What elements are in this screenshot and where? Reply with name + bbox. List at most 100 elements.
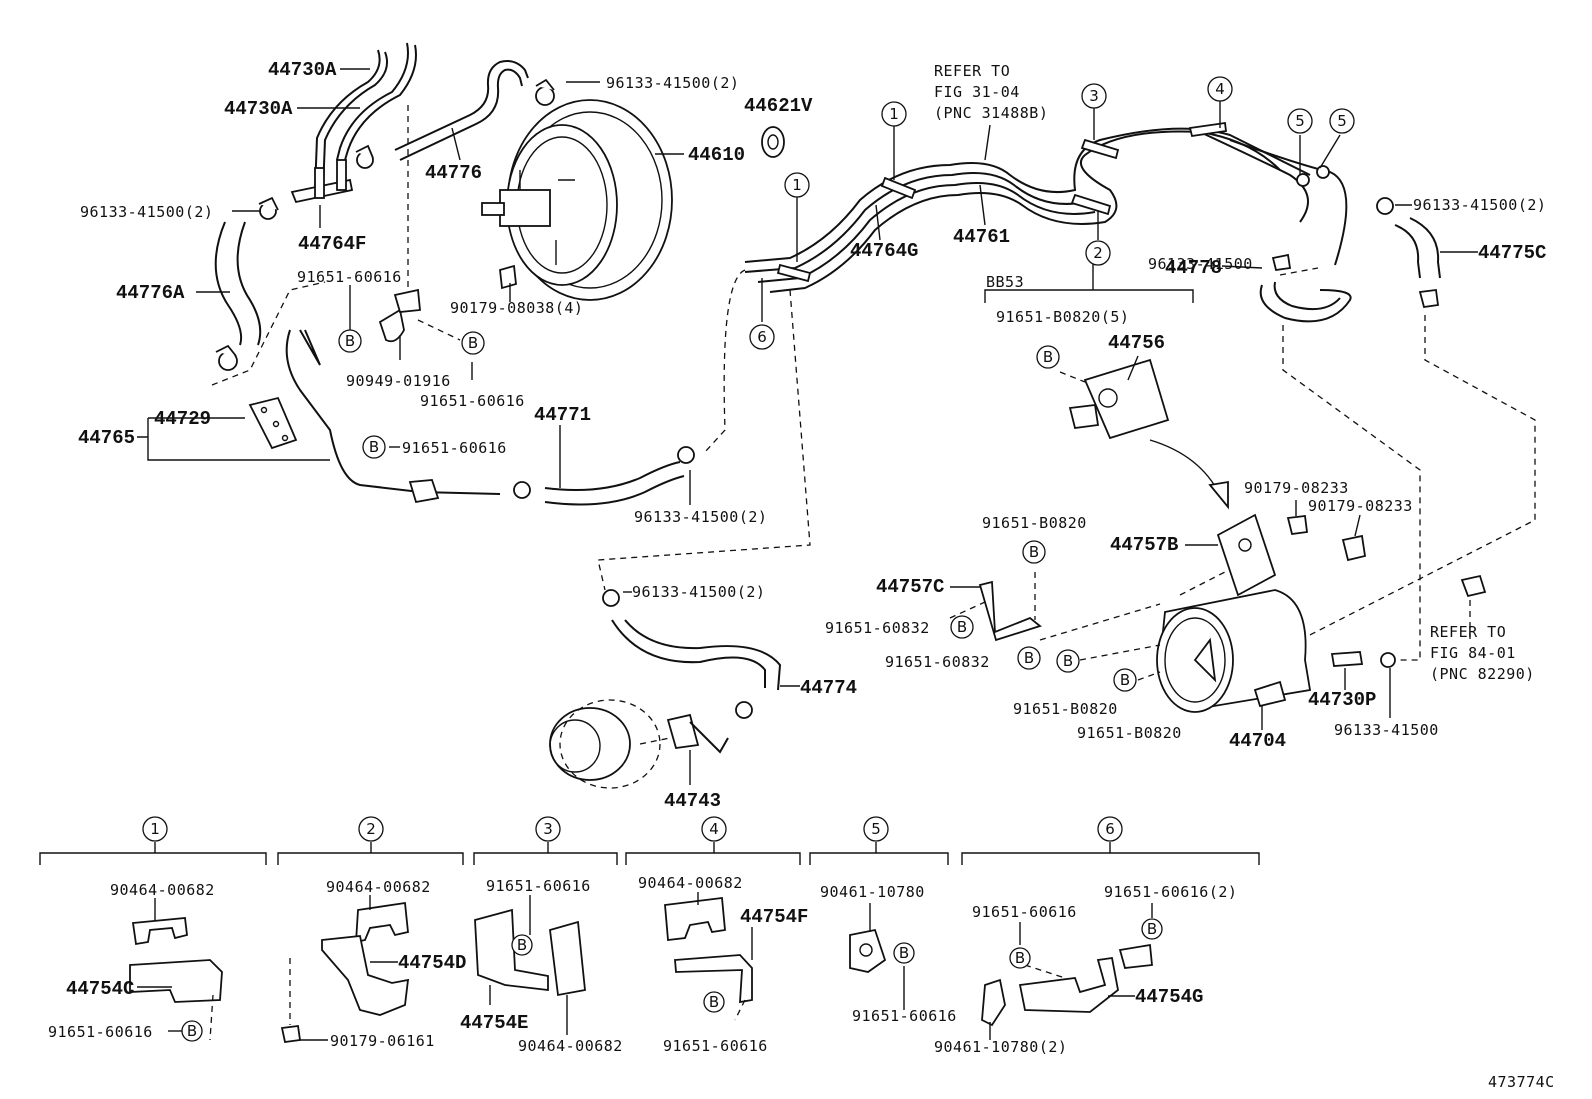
callout-1-b: 1 bbox=[784, 172, 810, 198]
canister-44704 bbox=[1156, 589, 1312, 730]
label-44776: 44776 bbox=[425, 162, 482, 184]
label-44761: 44761 bbox=[953, 226, 1010, 248]
label-44730A: 44730A bbox=[268, 59, 337, 81]
pipe-clamps bbox=[776, 121, 1330, 283]
refer-line: REFER TO bbox=[934, 62, 1010, 80]
label-96133-41500: 96133-41500(2) bbox=[634, 508, 767, 526]
leaders-left bbox=[137, 68, 691, 505]
label-44764F: 44764F bbox=[298, 233, 366, 255]
label-group3-clamp: 90464-00682 bbox=[518, 1037, 623, 1055]
bolt-marker: B bbox=[1056, 649, 1080, 673]
svg-text:5: 5 bbox=[871, 820, 881, 838]
label-90949-01916: 90949-01916 bbox=[346, 372, 451, 390]
label-91651-60832: 91651-60832 bbox=[885, 653, 990, 671]
label-44743: 44743 bbox=[664, 790, 721, 812]
label-group2-bracket: 44754D bbox=[398, 952, 466, 974]
label-91651-60616: 91651-60616 bbox=[297, 268, 402, 286]
label-group4-bolt: 91651-60616 bbox=[663, 1037, 768, 1055]
callout-5-a: 5 bbox=[1287, 108, 1313, 134]
svg-text:2: 2 bbox=[366, 820, 376, 838]
label-44757B: 44757B bbox=[1110, 534, 1178, 556]
callout-5-b: 5 bbox=[1329, 108, 1355, 134]
group-brackets-lines bbox=[39, 842, 1260, 865]
label-44776A: 44776A bbox=[116, 282, 185, 304]
svg-text:4: 4 bbox=[709, 820, 719, 838]
svg-text:1: 1 bbox=[889, 105, 899, 123]
label-group2-nut: 90179-06161 bbox=[330, 1032, 435, 1050]
label-group6-bolt2: 91651-60616(2) bbox=[1104, 883, 1237, 901]
hose-44776 bbox=[394, 60, 529, 161]
bolt-marker: B bbox=[703, 991, 725, 1013]
bolt-markers: B B B B B B B B B B B B B B B bbox=[181, 329, 1163, 1042]
label-44704: 44704 bbox=[1229, 730, 1286, 752]
svg-text:B: B bbox=[369, 438, 379, 456]
arrow bbox=[1149, 439, 1229, 510]
callout-1-a: 1 bbox=[881, 101, 907, 127]
refer-line: FIG 84-01 bbox=[1430, 644, 1516, 662]
svg-text:B: B bbox=[899, 944, 909, 962]
label-bb53: BB53 bbox=[986, 273, 1024, 291]
label-90179-08038: 90179-08038(4) bbox=[450, 299, 583, 317]
label-group4-bracket: 44754F bbox=[740, 906, 808, 928]
dashes-canister bbox=[949, 571, 1226, 681]
svg-text:2: 2 bbox=[1093, 244, 1103, 262]
label-group5-clamp: 90461-10780 bbox=[820, 883, 925, 901]
svg-text:5: 5 bbox=[1337, 112, 1347, 130]
nut-90179-08038 bbox=[499, 264, 517, 290]
group4-parts bbox=[664, 892, 753, 1021]
label-91651-B0820: 91651-B0820 bbox=[1013, 700, 1118, 718]
bracket-44757C bbox=[950, 580, 1042, 642]
hose-44771 bbox=[513, 446, 695, 506]
group3-parts bbox=[474, 895, 586, 1035]
svg-text:B: B bbox=[1029, 543, 1039, 561]
part-labels: 44730A 44730A 96133-41500(2) 44621V 4461… bbox=[48, 59, 1555, 1091]
refer-line: (PNC 31488B) bbox=[934, 104, 1048, 122]
callout-2: 2 bbox=[1085, 240, 1111, 266]
nuts-90179-08233 bbox=[1286, 500, 1367, 562]
label-group1-bolt: 91651-60616 bbox=[48, 1023, 153, 1041]
label-44621V: 44621V bbox=[744, 95, 813, 117]
label-96133-41500: 96133-41500 bbox=[1334, 721, 1439, 739]
bracket-bb53 bbox=[984, 260, 1194, 303]
bracket-44757B bbox=[1185, 513, 1277, 597]
callout-circles: 1 1 2 3 4 5 5 6 1 2 3 4 5 6 bbox=[142, 76, 1355, 842]
leaders-pipes bbox=[597, 100, 1341, 591]
bolt-marker: B bbox=[1036, 345, 1060, 369]
fittings-right bbox=[1330, 574, 1487, 718]
group5-parts bbox=[849, 903, 905, 1010]
svg-text:B: B bbox=[957, 618, 967, 636]
label-96133-41500: 96133-41500 bbox=[1148, 255, 1253, 273]
svg-text:B: B bbox=[1043, 348, 1053, 366]
fitting-44743 bbox=[666, 713, 729, 785]
group-num-1: 1 bbox=[142, 816, 168, 842]
label-44756: 44756 bbox=[1108, 332, 1165, 354]
group-num-2: 2 bbox=[358, 816, 384, 842]
label-91651-60832: 91651-60832 bbox=[825, 619, 930, 637]
bolt-marker: B bbox=[1141, 918, 1163, 940]
figure-id: 473774C bbox=[1488, 1073, 1555, 1091]
label-91651-60616: 91651-60616 bbox=[420, 392, 525, 410]
brake-booster-44610 bbox=[481, 99, 673, 301]
callout-6: 6 bbox=[749, 324, 775, 350]
bolt-marker: B bbox=[950, 615, 974, 639]
label-96133-41500: 96133-41500(2) bbox=[1413, 196, 1546, 214]
callout-3: 3 bbox=[1081, 83, 1107, 109]
bracket-44729 bbox=[248, 396, 298, 450]
svg-text:B: B bbox=[709, 993, 719, 1011]
label-group6-bolt: 91651-60616 bbox=[972, 903, 1077, 921]
label-44757C: 44757C bbox=[876, 576, 944, 598]
label-group3-bracket: 44754E bbox=[460, 1012, 528, 1034]
svg-text:B: B bbox=[517, 936, 527, 954]
svg-text:B: B bbox=[345, 332, 355, 350]
svg-text:1: 1 bbox=[792, 176, 802, 194]
label-90179-08233: 90179-08233 bbox=[1308, 497, 1413, 515]
label-group1-clamp: 90464-00682 bbox=[110, 881, 215, 899]
svg-text:4: 4 bbox=[1215, 80, 1225, 98]
group1-parts bbox=[129, 898, 223, 1041]
label-44730P: 44730P bbox=[1308, 689, 1376, 711]
label-44775C: 44775C bbox=[1478, 242, 1546, 264]
svg-text:B: B bbox=[187, 1022, 197, 1040]
label-group6-clamp: 90461-10780(2) bbox=[934, 1038, 1067, 1056]
label-group3-bolt: 91651-60616 bbox=[486, 877, 591, 895]
